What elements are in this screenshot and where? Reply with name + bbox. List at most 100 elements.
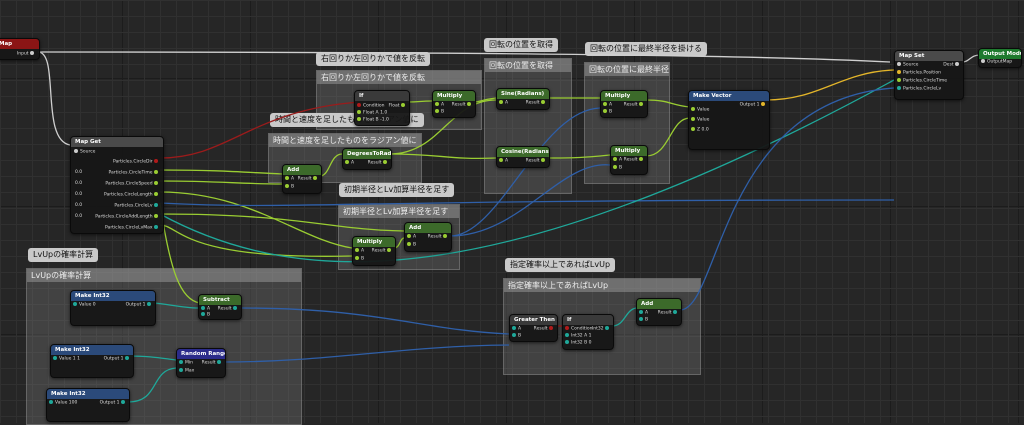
pin-input[interactable]: Input	[17, 51, 36, 58]
pin-condition[interactable]: Condition	[565, 326, 592, 333]
pin-int32-a[interactable]: Int32 A 1	[565, 333, 592, 340]
pin-a[interactable]: A	[613, 157, 622, 164]
node-multiply-sine[interactable]: Multiply A B Result	[600, 90, 648, 118]
node-add-time-speed[interactable]: Add A B Result	[282, 164, 322, 194]
pin-output[interactable]: Output 1	[104, 356, 131, 363]
node-greater-than[interactable]: Greater Then A B Result	[509, 314, 558, 342]
pin-b[interactable]: B	[639, 317, 648, 324]
pin-y[interactable]: Value	[691, 117, 709, 124]
pin-result[interactable]: Result	[658, 310, 679, 317]
node-output-module[interactable]: Output Module OutputMap	[978, 48, 1022, 68]
pin-circletime[interactable]: Particles.CircleTime	[109, 170, 161, 177]
pin-result[interactable]: Result	[428, 234, 449, 241]
pin-result[interactable]: Result	[368, 160, 389, 167]
pin-b[interactable]: B	[285, 184, 294, 191]
pin-result[interactable]: Result	[526, 100, 547, 107]
pin-b[interactable]: B	[435, 109, 444, 116]
node-make-int32-c[interactable]: Make Int32 Value 100 Output 1	[46, 388, 130, 422]
pin-result[interactable]: Result	[624, 102, 645, 109]
default-value[interactable]: 0.0	[75, 203, 83, 208]
pin-a[interactable]: A	[499, 158, 508, 165]
pin-circlelv[interactable]: Particles.CircleLv	[897, 86, 941, 93]
default-value[interactable]: 1	[588, 333, 592, 339]
default-value[interactable]: 0	[92, 302, 96, 308]
pin-b[interactable]: B	[201, 312, 210, 319]
pin-result[interactable]: Result	[372, 248, 393, 255]
default-value[interactable]: 1.0	[380, 110, 388, 116]
node-degrees-to-radians[interactable]: DegreesToRadians A Result	[342, 148, 392, 170]
node-multiply-lv[interactable]: Multiply A B Result	[352, 236, 396, 266]
pin-a[interactable]: A	[639, 310, 648, 317]
node-select-int[interactable]: If Condition Int32 A 1 Int32 B 0 Int32	[562, 314, 614, 350]
node-map-set[interactable]: Map Set Source Particles.Position Partic…	[894, 50, 964, 100]
pin-result[interactable]: Result	[624, 157, 645, 164]
pin-a[interactable]: A	[603, 102, 612, 109]
pin-z[interactable]: Z 0.0	[691, 127, 709, 134]
pin-result[interactable]: Result	[202, 360, 223, 367]
pin-int32-out[interactable]: Int32	[592, 326, 611, 333]
node-select-float[interactable]: If Condition Float A 1.0 Float B -1.0 Fl…	[354, 90, 410, 126]
node-multiply-cosine[interactable]: Multiply A B Result	[610, 145, 648, 175]
pin-circlespeed[interactable]: Particles.CircleSpeed	[105, 181, 160, 188]
pin-condition[interactable]: Condition	[357, 103, 384, 110]
pin-output-map[interactable]: OutputMap	[981, 59, 1012, 66]
pin-circleaddlength[interactable]: Particles.CircleAddLength	[95, 214, 160, 221]
node-make-vector[interactable]: Make Vector Value Value Z 0.0 Output 1	[688, 90, 770, 150]
pin-a[interactable]: A	[512, 326, 521, 333]
default-value[interactable]: 0.0	[75, 170, 83, 175]
comment-lvup-check[interactable]: 指定確率以上であればLvUp	[503, 278, 701, 375]
pin-a[interactable]: A	[345, 160, 354, 167]
node-make-int32-a[interactable]: Make Int32 Value 0 Output 1	[70, 290, 156, 326]
pin-x[interactable]: Value	[691, 107, 709, 114]
node-multiply-dir[interactable]: Multiply A B Result	[432, 90, 476, 118]
default-value[interactable]: 0.0	[75, 214, 83, 219]
comment-get-rotation[interactable]: 回転の位置を取得	[484, 58, 572, 194]
node-map-get[interactable]: Map Get Source Particles.CircleDir Parti…	[70, 136, 164, 234]
pin-result[interactable]: Result	[534, 326, 555, 333]
pin-output[interactable]: Output 1	[126, 302, 153, 309]
pin-source[interactable]: Source	[897, 62, 918, 69]
pin-result[interactable]: Result	[526, 158, 547, 165]
pin-b[interactable]: B	[512, 333, 521, 340]
node-cosine[interactable]: Cosine(Radians) A Result	[496, 146, 550, 168]
node-add-lv[interactable]: Add A B Result	[636, 298, 682, 326]
pin-a[interactable]: A	[285, 176, 294, 183]
pin-b[interactable]: B	[603, 109, 612, 116]
node-sine[interactable]: Sine(Radians) A Result	[496, 88, 550, 110]
node-input-map[interactable]: Map Input	[0, 38, 40, 60]
pin-value[interactable]: Value 100	[49, 400, 77, 407]
pin-value[interactable]: Value 0	[73, 302, 96, 309]
pin-circlelv[interactable]: Particles.CircleLv	[114, 203, 160, 210]
default-value[interactable]: 0.0	[75, 181, 83, 186]
pin-output[interactable]: Output 1	[740, 102, 767, 109]
pin-circlelvmax[interactable]: Particles.CircleLvMax	[105, 225, 160, 232]
pin-b[interactable]: B	[613, 165, 622, 172]
pin-output[interactable]: Output 1	[100, 400, 127, 407]
default-value[interactable]: -1.0	[380, 117, 389, 123]
pin-position[interactable]: Particles.Position	[897, 70, 941, 77]
default-value[interactable]: 0.0	[701, 127, 709, 133]
pin-float-out[interactable]: Float	[388, 103, 407, 110]
pin-a[interactable]: A	[355, 248, 364, 255]
node-subtract[interactable]: Subtract A B Result	[198, 294, 242, 320]
default-value[interactable]: 0.0	[75, 192, 83, 197]
pin-a[interactable]: A	[499, 100, 508, 107]
pin-b[interactable]: B	[355, 256, 364, 263]
default-value[interactable]: 0	[588, 340, 592, 346]
pin-a[interactable]: A	[435, 102, 444, 109]
pin-float-a[interactable]: Float A 1.0	[357, 110, 387, 117]
pin-circledir[interactable]: Particles.CircleDir	[113, 159, 160, 166]
default-value[interactable]: 1	[77, 356, 80, 362]
pin-max[interactable]: Max	[179, 368, 194, 375]
pin-result[interactable]: Result	[298, 176, 319, 183]
pin-min[interactable]: Min	[179, 360, 193, 367]
pin-a[interactable]: A	[407, 234, 416, 241]
node-random-range[interactable]: Random Range Min Max Result	[176, 348, 226, 378]
node-add-radius[interactable]: Add A B Result	[404, 222, 452, 252]
pin-b[interactable]: B	[407, 242, 416, 249]
pin-result[interactable]: Result	[452, 102, 473, 109]
pin-circletime[interactable]: Particles.CircleTime	[897, 78, 947, 85]
node-make-int32-b[interactable]: Make Int32 Value 1 1 Output 1	[50, 344, 134, 378]
pin-float-b[interactable]: Float B -1.0	[357, 117, 389, 124]
pin-result[interactable]: Result	[218, 306, 239, 313]
